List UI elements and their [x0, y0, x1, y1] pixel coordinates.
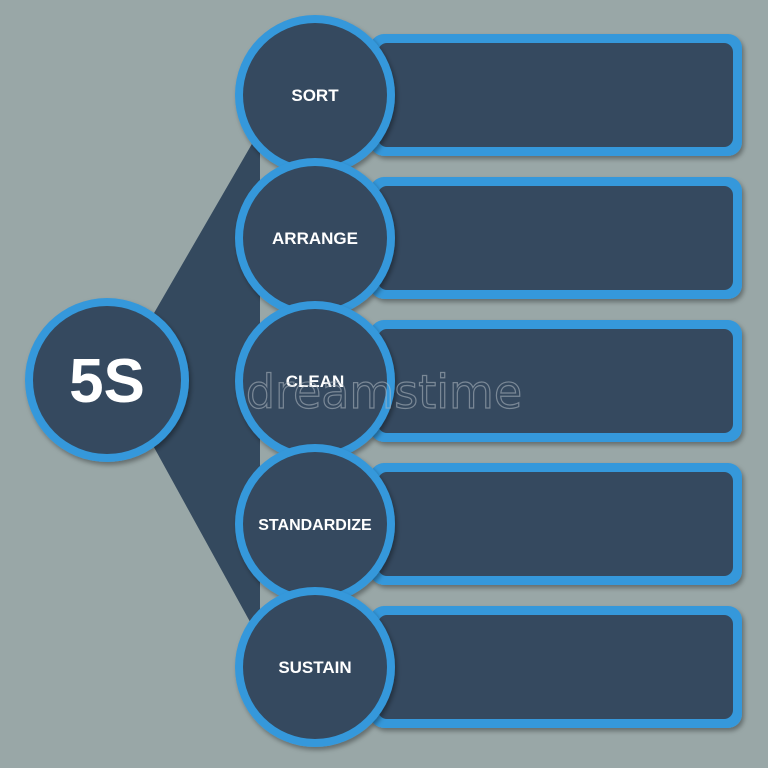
step-bar-sort: [370, 34, 742, 156]
step-label-clean: CLEAN: [286, 372, 345, 391]
step-rows: SORT ARRANGE CLEAN STANDARDIZE SUSTAIN: [235, 15, 742, 747]
center-node: [25, 298, 189, 462]
step-bar-clean: [370, 320, 742, 442]
step-node-clean: CLEAN: [235, 301, 395, 461]
step-node-standardize: STANDARDIZE: [235, 444, 395, 604]
step-bar-standardize: [370, 463, 742, 585]
step-node-arrange: ARRANGE: [235, 158, 395, 318]
step-label-arrange: ARRANGE: [272, 229, 358, 248]
step-label-sort: SORT: [291, 86, 339, 105]
center-label: 5S: [69, 347, 145, 416]
step-node-sort: SORT: [235, 15, 395, 175]
step-node-sustain: SUSTAIN: [235, 587, 395, 747]
step-bar-sustain: [370, 606, 742, 728]
step-label-sustain: SUSTAIN: [278, 658, 351, 677]
connector-fan: [150, 130, 260, 640]
step-bar-arrange: [370, 177, 742, 299]
watermark-text: dreamstime: [246, 365, 522, 419]
step-label-standardize: STANDARDIZE: [258, 517, 372, 534]
